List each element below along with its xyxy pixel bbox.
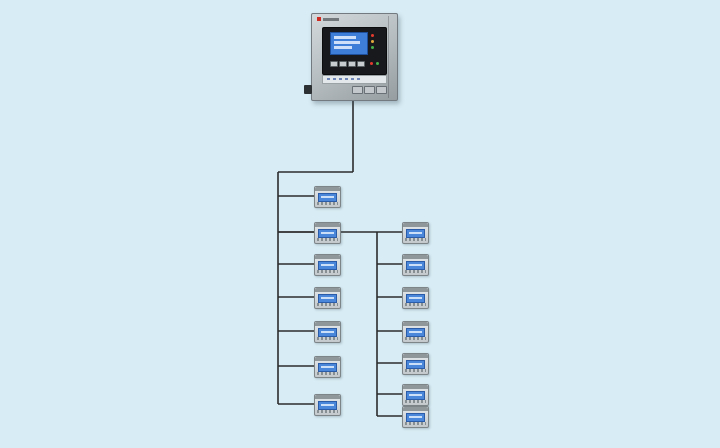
detector-terminal-strip	[405, 238, 426, 241]
detector-screen	[318, 401, 337, 410]
detector-screen	[318, 261, 337, 270]
gas-detector-right-5	[402, 353, 429, 375]
detector-terminal-strip	[405, 303, 426, 306]
gas-detector-right-2	[402, 254, 429, 276]
detector-top-strip	[315, 223, 340, 227]
detector-top-strip	[403, 322, 428, 326]
detector-terminal-strip	[405, 337, 426, 340]
detector-screen	[406, 229, 425, 238]
detector-top-strip	[315, 288, 340, 292]
gas-detector-right-4	[402, 321, 429, 343]
detector-screen	[318, 328, 337, 337]
detector-terminal-strip	[317, 372, 338, 375]
detector-terminal-strip	[405, 400, 426, 403]
detector-terminal-strip	[317, 410, 338, 413]
detector-screen	[406, 261, 425, 270]
brand-logo-mark	[317, 17, 321, 21]
gas-detector-left-4	[314, 287, 341, 309]
gas-detector-right-3	[402, 287, 429, 309]
run-led	[376, 62, 379, 65]
power-led	[371, 46, 374, 49]
detector-top-strip	[315, 395, 340, 399]
detector-top-strip	[403, 354, 428, 358]
brand-logo-text	[323, 18, 339, 21]
detector-top-strip	[403, 407, 428, 411]
function-button	[376, 86, 387, 94]
test-led	[370, 62, 373, 65]
panel-button	[357, 61, 365, 67]
detector-screen	[406, 391, 425, 400]
gas-alarm-controller	[304, 13, 398, 101]
gas-detector-right-1	[402, 222, 429, 244]
detector-top-strip	[315, 187, 340, 191]
detector-terminal-strip	[317, 303, 338, 306]
controller-lcd-screen	[330, 32, 368, 55]
gas-detector-left-6	[314, 356, 341, 378]
model-label-strip	[322, 75, 387, 84]
door-seam	[388, 16, 389, 98]
gas-detector-right-6	[402, 384, 429, 406]
detector-terminal-strip	[405, 270, 426, 273]
detector-screen	[318, 363, 337, 372]
detector-top-strip	[315, 255, 340, 259]
cabinet-lock-knob	[304, 85, 312, 94]
gas-detector-right-7	[402, 406, 429, 428]
panel-button	[330, 61, 338, 67]
alarm-led	[371, 34, 374, 37]
detector-screen	[406, 328, 425, 337]
gas-detector-left-3	[314, 254, 341, 276]
detector-screen	[318, 193, 337, 202]
detector-terminal-strip	[317, 238, 338, 241]
gas-detector-left-2	[314, 222, 341, 244]
detector-screen	[318, 294, 337, 303]
detector-top-strip	[315, 357, 340, 361]
detector-top-strip	[403, 385, 428, 389]
detector-top-strip	[403, 223, 428, 227]
panel-button	[339, 61, 347, 67]
gas-detector-left-1	[314, 186, 341, 208]
function-button	[352, 86, 363, 94]
detector-screen	[318, 229, 337, 238]
detector-screen	[406, 360, 425, 369]
detector-screen	[406, 413, 425, 422]
panel-button	[348, 61, 356, 67]
detector-terminal-strip	[317, 202, 338, 205]
detector-terminal-strip	[405, 422, 426, 425]
detector-screen	[406, 294, 425, 303]
fault-led	[371, 40, 374, 43]
detector-terminal-strip	[317, 270, 338, 273]
controller-front-panel	[322, 27, 387, 75]
gas-detector-left-7	[314, 394, 341, 416]
detector-top-strip	[403, 255, 428, 259]
detector-top-strip	[315, 322, 340, 326]
function-button	[364, 86, 375, 94]
detector-terminal-strip	[405, 369, 426, 372]
detector-top-strip	[403, 288, 428, 292]
detector-terminal-strip	[317, 337, 338, 340]
gas-detector-left-5	[314, 321, 341, 343]
